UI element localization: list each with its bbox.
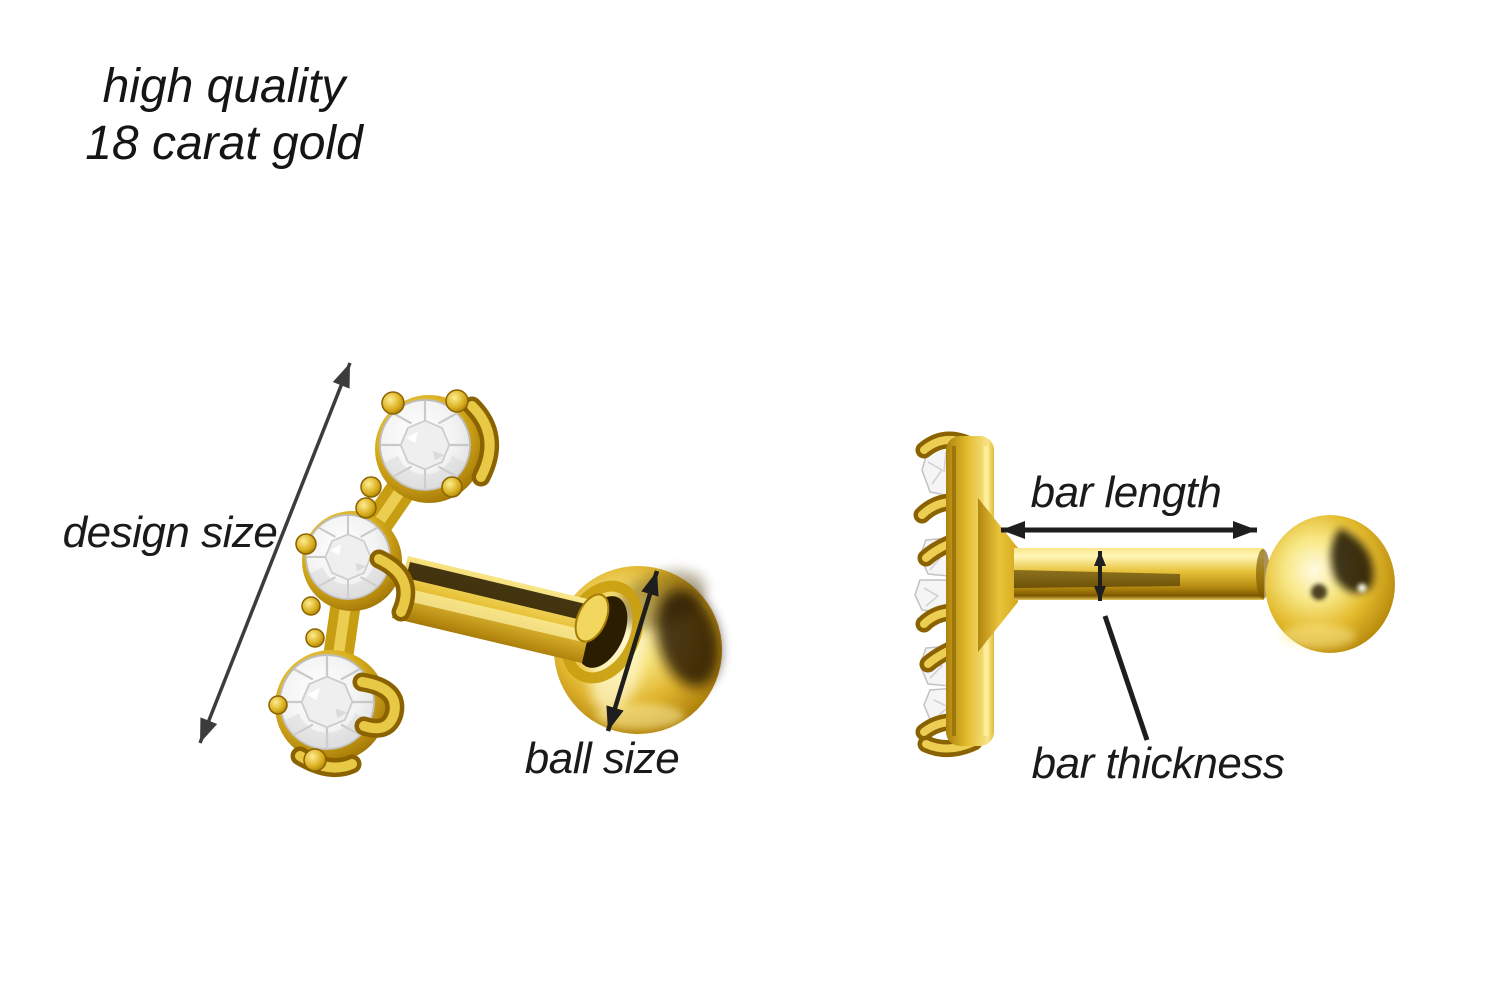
ball-size-label: ball size bbox=[524, 734, 680, 783]
side-bar bbox=[978, 498, 1270, 652]
design-size-label: design size bbox=[62, 508, 278, 557]
bar-thickness-pointer-line bbox=[1102, 615, 1150, 741]
front-bar bbox=[392, 556, 610, 663]
earring-side-view bbox=[913, 431, 1395, 757]
bar-end-cap bbox=[574, 593, 610, 643]
quality-heading-line1: high quality bbox=[102, 60, 346, 113]
ball-size-arrow bbox=[605, 570, 660, 732]
measurement-arrows bbox=[198, 362, 1257, 744]
side-ball bbox=[1265, 515, 1395, 653]
crystal-bottom bbox=[278, 653, 376, 751]
design-size-arrow bbox=[198, 362, 352, 744]
bar-thickness-label: bar thickness bbox=[1031, 739, 1285, 788]
quality-heading-line2: 18 carat gold bbox=[85, 117, 363, 170]
bar-length-label: bar length bbox=[1030, 468, 1222, 517]
gem-cluster-front bbox=[268, 389, 500, 778]
quality-heading: high quality 18 carat gold bbox=[85, 58, 363, 172]
earring-front-view bbox=[268, 389, 722, 778]
